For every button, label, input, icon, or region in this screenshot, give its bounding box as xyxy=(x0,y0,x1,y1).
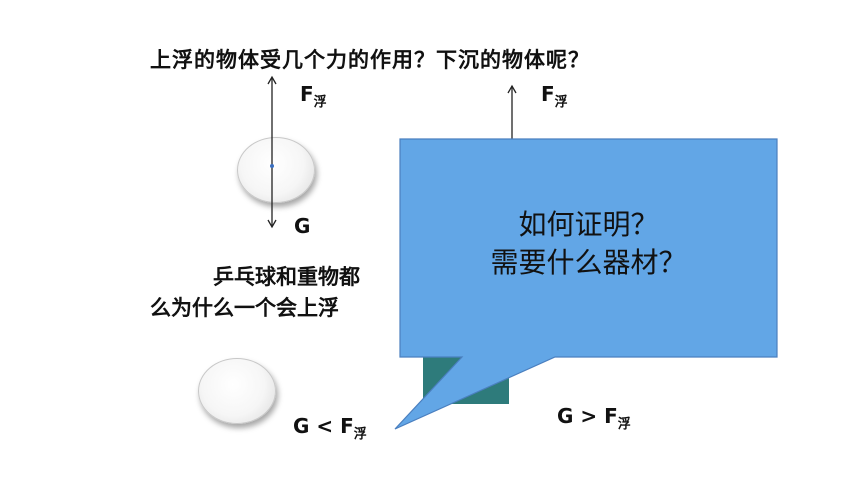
force-arrows-left xyxy=(267,75,277,229)
question-title: 上浮的物体受几个力的作用？下沉的物体呢？ xyxy=(150,48,590,72)
relation-label-floating: G < F浮 xyxy=(293,414,367,442)
force-arrow-right-up xyxy=(507,84,517,142)
callout-line-1: 如何证明？ xyxy=(518,208,659,241)
buoyancy-label-right: F浮 xyxy=(541,82,568,110)
paragraph-line-2: 么为什么一个会上浮 xyxy=(150,296,339,320)
paragraph-line-1: 乒乓球和重物都 xyxy=(213,265,360,289)
gravity-label-left: G xyxy=(294,214,311,238)
ping-pong-ball-lower xyxy=(198,358,276,424)
buoyancy-label-left: F浮 xyxy=(300,82,327,110)
callout-text: 如何证明？ 需要什么器材？ xyxy=(400,206,777,282)
ping-pong-ball-upper xyxy=(237,137,315,203)
relation-label-sinking: G > F浮 xyxy=(557,404,631,432)
callout-line-2: 需要什么器材？ xyxy=(490,246,687,279)
